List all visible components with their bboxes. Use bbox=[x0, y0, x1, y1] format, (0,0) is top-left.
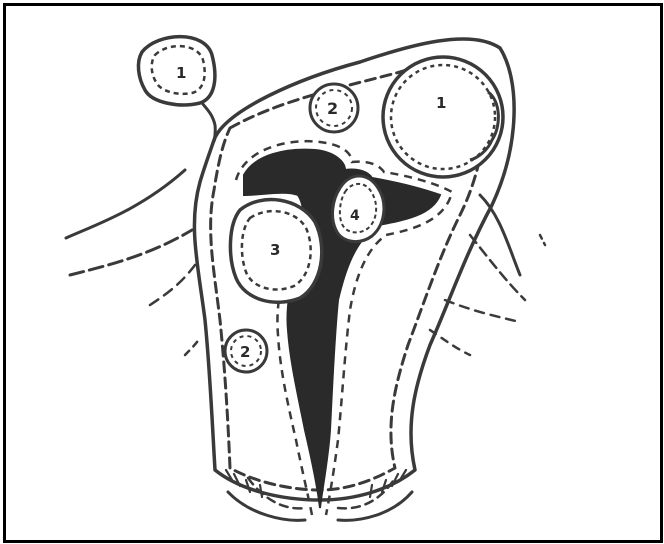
fibroid-label: 3 bbox=[270, 241, 280, 259]
left-adnexa-strand bbox=[66, 170, 185, 238]
left-adnexa-strand bbox=[70, 230, 192, 275]
fibroid-1-left: 1 bbox=[138, 37, 215, 142]
right-adnexa-strand bbox=[480, 195, 520, 275]
fibroid-3: 3 bbox=[230, 200, 321, 303]
fibroid-4: 4 bbox=[333, 176, 384, 242]
fibroid-2-low: 2 bbox=[225, 330, 267, 372]
fibroid-label: 2 bbox=[327, 99, 338, 118]
fibroid-1-right-inner bbox=[391, 65, 495, 169]
left-adnexa-strand bbox=[150, 265, 195, 305]
right-adnexa-strand bbox=[445, 300, 520, 322]
fibroid-2-top: 2 bbox=[310, 84, 358, 132]
fibroid-label: 4 bbox=[350, 208, 360, 224]
fibroid-label: 1 bbox=[436, 94, 446, 112]
fibroid-label: 2 bbox=[240, 343, 250, 361]
right-adnexa-strand bbox=[540, 235, 545, 245]
left-adnexa-strand bbox=[185, 338, 200, 355]
fibroid-1-right: 1 bbox=[383, 57, 503, 177]
fibroid-1-left-stalk bbox=[200, 100, 215, 142]
fibroid-label: 1 bbox=[176, 64, 186, 82]
